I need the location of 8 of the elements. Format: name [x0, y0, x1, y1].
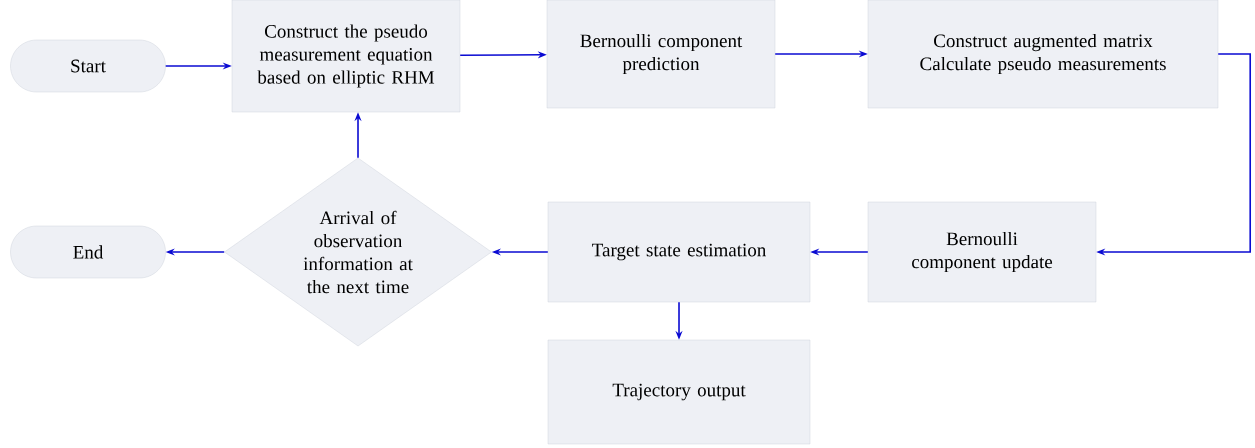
process-box: Construct augmented matrix Calculate pseudo measurements	[867, 0, 1219, 109]
process-box: Construct the pseudo measurement equation based on elliptic RHM	[231, 0, 461, 113]
process-box: Target state estimation	[547, 201, 811, 303]
terminal-pill: Start	[10, 39, 166, 93]
process-box: Trajectory output	[547, 339, 811, 445]
process-box: Bernoulli component prediction	[546, 0, 776, 109]
process-box: Bernoulli component update	[867, 201, 1097, 303]
terminal-pill: End	[10, 225, 166, 279]
